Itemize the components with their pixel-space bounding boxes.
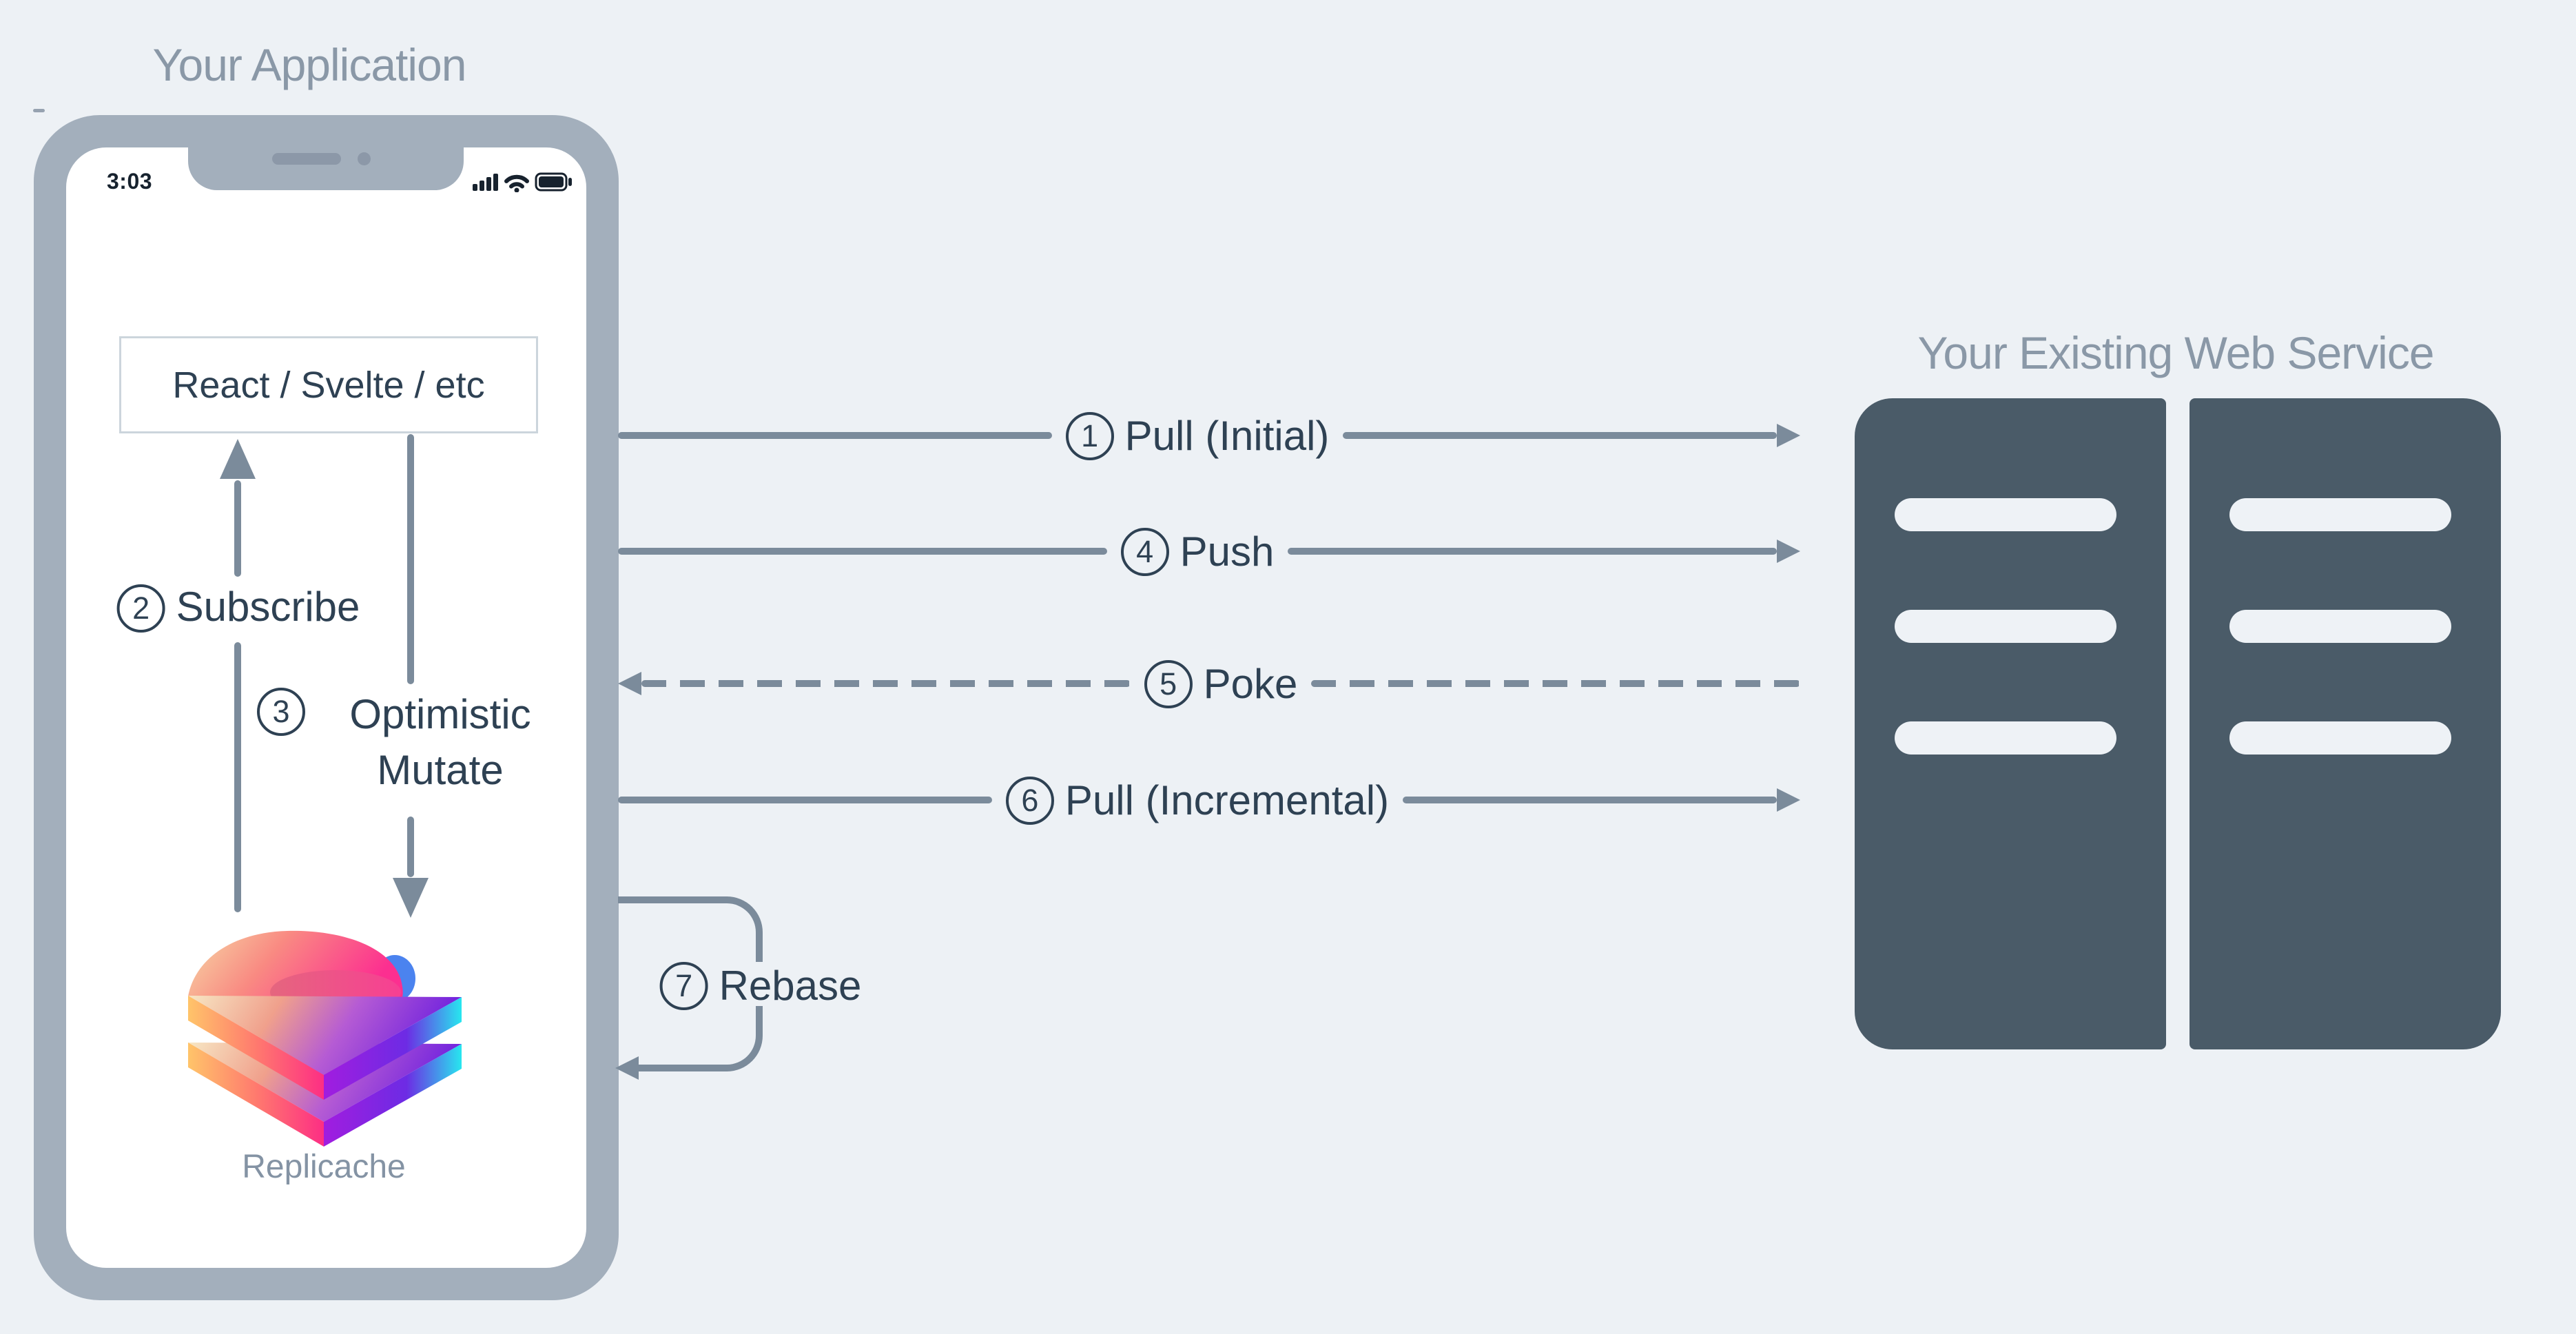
- flow-pull-initial-label: 1 Pull (Initial): [1065, 411, 1330, 460]
- server-rack: [2189, 398, 2501, 1049]
- server-rack: [1855, 398, 2166, 1049]
- cellular-signal-icon: [473, 174, 498, 191]
- step-number-badge: 1: [1065, 412, 1114, 460]
- mutate-arrow-line: [407, 434, 414, 684]
- subscribe-arrow-line: [234, 642, 241, 912]
- speaker-icon: [272, 153, 341, 165]
- status-bar-icons: [473, 172, 572, 192]
- flow-dashed-line: [641, 680, 1131, 687]
- arrow-right-icon: [1777, 424, 1800, 447]
- subscribe-arrow-line: [234, 480, 241, 577]
- step-number-badge: 5: [1144, 660, 1193, 708]
- flow-line: [618, 548, 1107, 555]
- framework-box: React / Svelte / etc: [119, 336, 538, 433]
- server-slot: [2229, 498, 2451, 531]
- flow-line: [1403, 797, 1777, 803]
- rebase-loop-line: [618, 896, 763, 962]
- flow-pull-incremental: 6 Pull (Incremental): [618, 775, 1800, 825]
- flow-text: Push: [1179, 528, 1275, 575]
- arrow-up-icon: [220, 439, 256, 479]
- stray-mark: [33, 109, 45, 112]
- replicache-logo: [188, 930, 462, 1147]
- flow-line: [618, 797, 992, 803]
- flow-line: [1288, 548, 1778, 555]
- flow-poke: 5 Poke: [618, 659, 1801, 708]
- subscribe-flow-label: 2 Subscribe: [116, 583, 360, 633]
- server-slot: [2229, 610, 2451, 643]
- server-slot: [1895, 721, 2116, 755]
- flow-text: Pull (Initial): [1124, 412, 1330, 459]
- optimistic-mutate-flow-label: 3 Optimistic Mutate: [257, 686, 564, 798]
- arrow-left-icon: [618, 672, 641, 695]
- step-number-badge: 4: [1120, 528, 1169, 576]
- server-slot: [2229, 721, 2451, 755]
- step-number-badge: 2: [116, 584, 165, 633]
- step-number-badge: 7: [659, 962, 708, 1010]
- replicache-label: Replicache: [242, 1149, 406, 1185]
- camera-icon: [358, 152, 371, 165]
- flow-pull-initial: 1 Pull (Initial): [618, 411, 1800, 460]
- logo-layer-top: [188, 996, 462, 1100]
- flow-poke-label: 5 Poke: [1144, 659, 1298, 708]
- arrow-right-icon: [1777, 540, 1801, 563]
- optimistic-mutate-flow-text: Optimistic Mutate: [349, 691, 531, 793]
- subscribe-flow-text: Subscribe: [176, 584, 360, 630]
- arrow-left-icon: [615, 1056, 639, 1080]
- rebase-loop-line: [632, 1006, 763, 1071]
- flow-dashed-line: [1311, 680, 1801, 687]
- flow-text: Poke: [1203, 660, 1298, 707]
- flow-push: 4 Push: [618, 526, 1801, 576]
- wifi-icon: [504, 174, 529, 192]
- flow-line: [618, 432, 1052, 439]
- web-service-title: Your Existing Web Service: [1917, 327, 2434, 378]
- step-number-badge: 3: [257, 688, 305, 736]
- framework-box-label: React / Svelte / etc: [172, 364, 485, 406]
- phone-mockup: [34, 115, 619, 1300]
- flow-text: Pull (Incremental): [1064, 777, 1390, 823]
- flow-text: Rebase: [719, 962, 862, 1009]
- battery-icon: [535, 172, 572, 192]
- flow-rebase-label: 7 Rebase: [659, 961, 862, 1010]
- status-bar-time: 3:03: [107, 169, 153, 194]
- step-number-badge: 6: [1005, 777, 1054, 825]
- flow-line: [1343, 432, 1777, 439]
- server-slot: [1895, 498, 2116, 531]
- flow-pull-incremental-label: 6 Pull (Incremental): [1005, 775, 1390, 825]
- server-slot: [1895, 610, 2116, 643]
- application-title: Your Application: [152, 39, 467, 90]
- mutate-arrow-line: [407, 817, 414, 877]
- arrow-down-icon: [393, 878, 429, 918]
- arrow-right-icon: [1777, 788, 1800, 812]
- flow-push-label: 4 Push: [1120, 526, 1275, 576]
